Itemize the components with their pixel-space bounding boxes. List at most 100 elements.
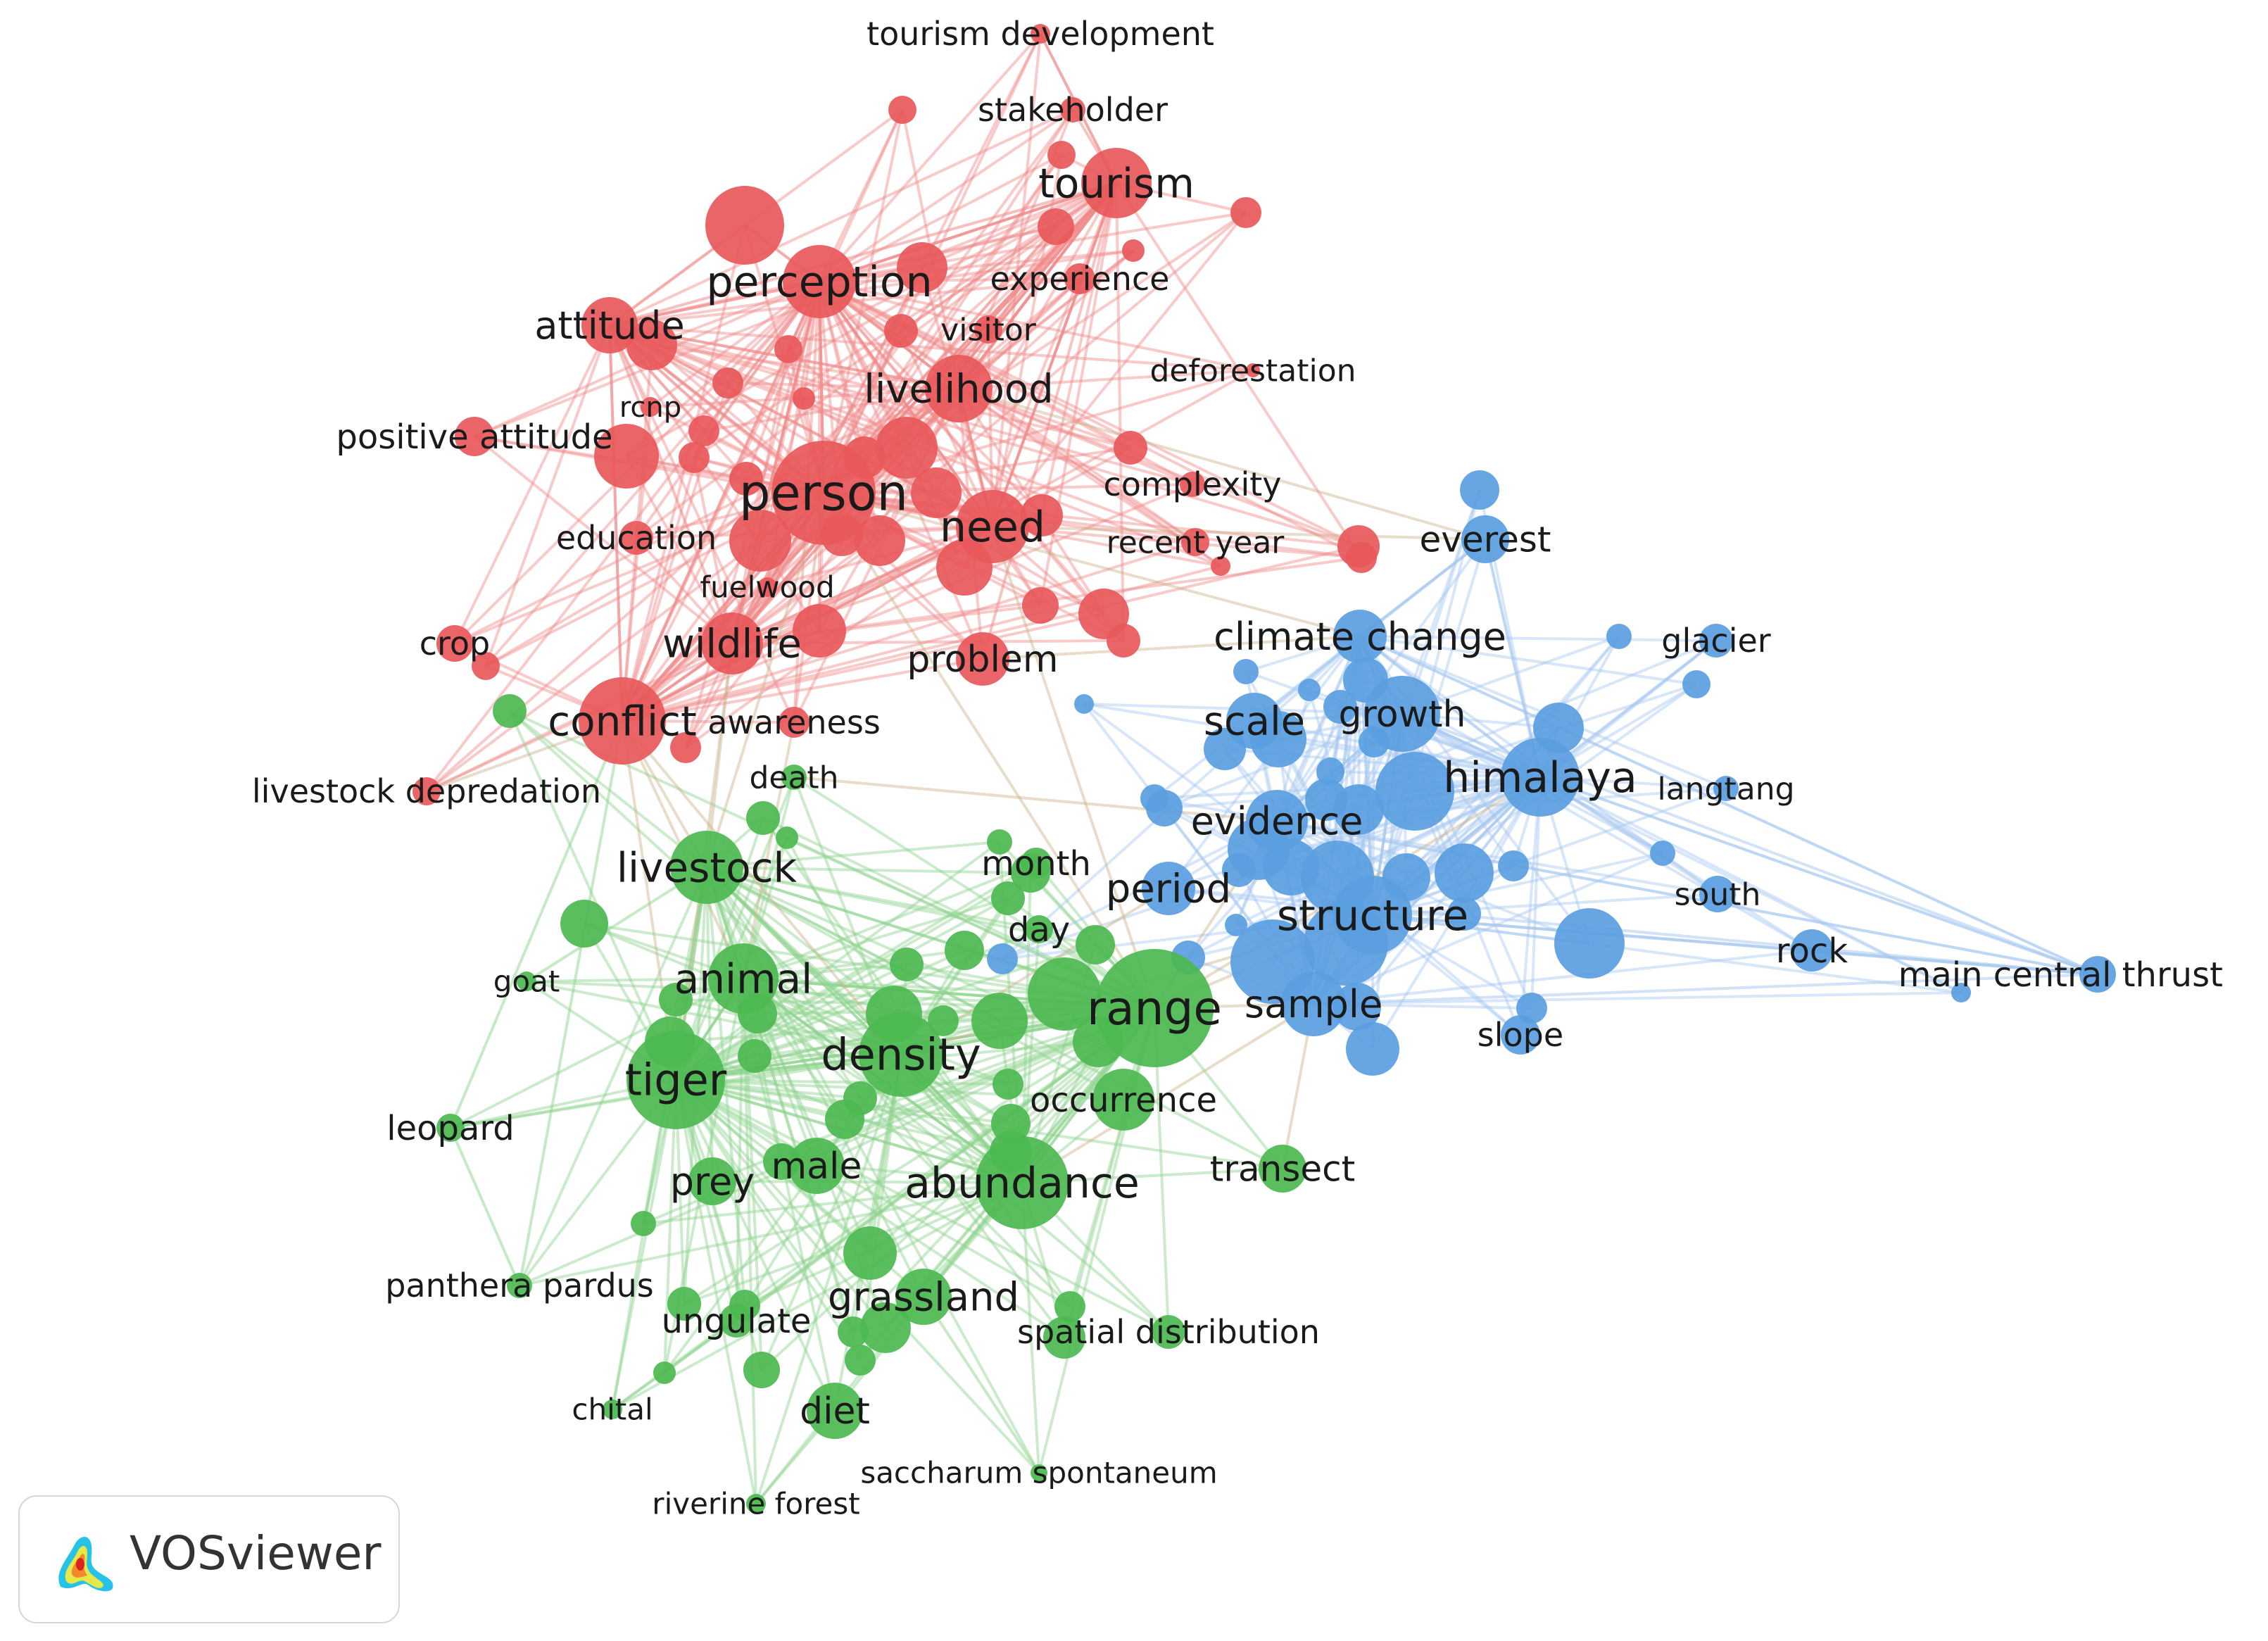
node-grassland[interactable] xyxy=(895,1269,952,1325)
node-panthera-pardus[interactable] xyxy=(507,1273,532,1298)
node-death[interactable] xyxy=(781,765,807,790)
keyword-node[interactable] xyxy=(793,604,846,658)
node-male[interactable] xyxy=(788,1138,845,1194)
keyword-node[interactable] xyxy=(1333,983,1381,1031)
node-everest[interactable] xyxy=(1461,515,1509,563)
keyword-node[interactable] xyxy=(1225,914,1247,936)
keyword-node[interactable] xyxy=(928,1005,959,1036)
keyword-node[interactable] xyxy=(993,1069,1023,1100)
keyword-node[interactable] xyxy=(1211,556,1230,576)
keyword-node[interactable] xyxy=(1316,757,1344,786)
node-chital[interactable] xyxy=(603,1400,622,1419)
node-himalaya[interactable] xyxy=(1501,738,1580,817)
keyword-node[interactable] xyxy=(1951,983,1971,1002)
node-rcnp[interactable] xyxy=(641,397,660,417)
node-sample[interactable] xyxy=(1281,972,1346,1036)
keyword-node[interactable] xyxy=(890,948,924,981)
node-abundance[interactable] xyxy=(976,1136,1069,1229)
keyword-node[interactable] xyxy=(1460,470,1499,510)
node-conflict[interactable] xyxy=(579,677,666,765)
node-scale[interactable] xyxy=(1226,693,1283,749)
node-langtang[interactable] xyxy=(1713,776,1739,801)
keyword-node[interactable] xyxy=(705,186,784,265)
keyword-node[interactable] xyxy=(626,320,677,370)
keyword-node[interactable] xyxy=(712,367,743,398)
node-perception[interactable] xyxy=(783,245,856,318)
keyword-node[interactable] xyxy=(1222,853,1256,887)
keyword-node[interactable] xyxy=(729,510,791,572)
node-visitor[interactable] xyxy=(974,315,1002,344)
node-tourism-development[interactable] xyxy=(1031,24,1050,44)
keyword-node[interactable] xyxy=(843,1081,877,1115)
keyword-node[interactable] xyxy=(670,732,701,763)
node-fuelwood[interactable] xyxy=(757,577,777,597)
keyword-node[interactable] xyxy=(1107,624,1140,658)
node-evidence[interactable] xyxy=(1246,790,1308,852)
node-structure[interactable] xyxy=(1333,876,1412,955)
node-climate-change[interactable] xyxy=(1333,610,1387,663)
keyword-node[interactable] xyxy=(1682,670,1711,698)
keyword-node[interactable] xyxy=(1346,542,1377,573)
node-livelihood[interactable] xyxy=(925,355,993,422)
keyword-node[interactable] xyxy=(1323,690,1357,724)
keyword-node[interactable] xyxy=(679,442,710,473)
keyword-node[interactable] xyxy=(1074,694,1094,714)
keyword-node[interactable] xyxy=(1650,841,1675,866)
node-tourism[interactable] xyxy=(1081,148,1152,218)
keyword-node[interactable] xyxy=(1346,1022,1399,1076)
node-recent-year[interactable] xyxy=(1181,528,1209,556)
node-goat[interactable] xyxy=(517,972,536,991)
keyword-node[interactable] xyxy=(1038,208,1074,245)
keyword-node[interactable] xyxy=(667,1287,701,1321)
node-range[interactable] xyxy=(1095,949,1214,1067)
keyword-node[interactable] xyxy=(987,829,1012,855)
keyword-node[interactable] xyxy=(991,881,1025,915)
keyword-node[interactable] xyxy=(1233,659,1259,684)
node-wildlife[interactable] xyxy=(701,612,763,674)
node-experience[interactable] xyxy=(1064,263,1095,294)
keyword-node[interactable] xyxy=(1047,141,1076,169)
node-growth[interactable] xyxy=(1364,676,1440,752)
keyword-node[interactable] xyxy=(911,467,962,518)
keyword-node[interactable] xyxy=(746,801,780,835)
node-occurrence[interactable] xyxy=(1092,1069,1154,1131)
keyword-node[interactable] xyxy=(776,826,798,849)
keyword-node[interactable] xyxy=(1021,494,1063,536)
keyword-node[interactable] xyxy=(1076,925,1115,964)
node-deforestation[interactable] xyxy=(1246,363,1260,377)
keyword-node[interactable] xyxy=(738,1039,771,1073)
node-rock[interactable] xyxy=(1791,929,1833,972)
node-attitude[interactable] xyxy=(581,297,638,353)
keyword-node[interactable] xyxy=(888,96,916,124)
keyword-node[interactable] xyxy=(987,943,1018,974)
node-main-central-thrust[interactable] xyxy=(2079,956,2116,993)
keyword-node[interactable] xyxy=(1054,1291,1085,1322)
keyword-node[interactable] xyxy=(1043,1316,1085,1359)
keyword-node[interactable] xyxy=(876,417,938,479)
keyword-node[interactable] xyxy=(472,652,500,680)
keyword-node[interactable] xyxy=(631,1211,656,1236)
node-south[interactable] xyxy=(1699,876,1736,912)
node-education[interactable] xyxy=(619,521,653,555)
node-slope[interactable] xyxy=(1501,1015,1540,1055)
node-person[interactable] xyxy=(771,441,876,545)
keyword-node[interactable] xyxy=(1022,587,1059,624)
keyword-node[interactable] xyxy=(688,415,719,446)
keyword-node[interactable] xyxy=(1028,957,1101,1031)
keyword-node[interactable] xyxy=(1375,752,1454,831)
node-livestock-depredation[interactable] xyxy=(412,777,441,805)
node-livestock[interactable] xyxy=(670,831,743,904)
node-day[interactable] xyxy=(1025,915,1053,943)
node-month[interactable] xyxy=(1021,848,1052,879)
node-prey[interactable] xyxy=(688,1157,736,1205)
node-animal[interactable] xyxy=(708,943,779,1014)
keyword-node[interactable] xyxy=(1606,624,1632,649)
node-leopard[interactable] xyxy=(436,1114,465,1142)
keyword-node[interactable] xyxy=(884,314,918,348)
keyword-node[interactable] xyxy=(897,242,947,293)
node-transect[interactable] xyxy=(1259,1145,1306,1193)
node-stakeholder[interactable] xyxy=(1060,97,1085,122)
keyword-node[interactable] xyxy=(860,1302,911,1353)
node-positive-attitude[interactable] xyxy=(455,417,494,456)
keyword-node[interactable] xyxy=(1114,431,1147,465)
